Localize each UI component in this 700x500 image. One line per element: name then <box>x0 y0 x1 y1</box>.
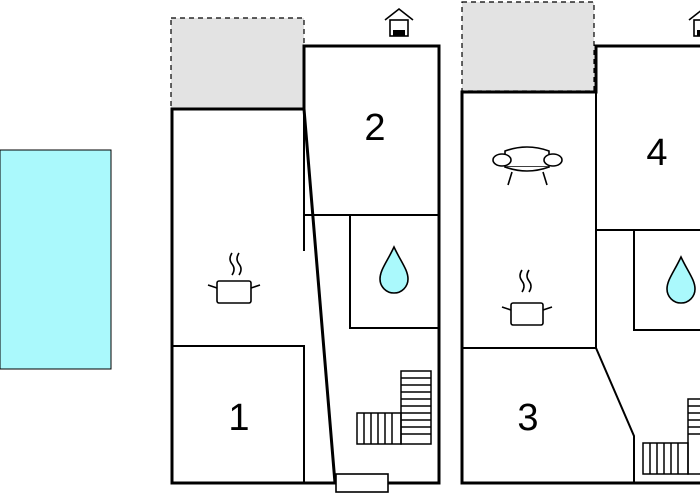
terrace-right <box>461 1 595 92</box>
interior-walls-left <box>171 108 440 484</box>
unit-left: 2 1 <box>170 7 441 493</box>
cooking-pot-icon <box>207 252 261 304</box>
room-number-3: 3 <box>517 397 538 439</box>
water-drop-icon <box>666 255 696 304</box>
terrace-left <box>170 17 305 110</box>
cooking-pot-icon <box>501 269 553 326</box>
sofa-icon <box>492 146 563 186</box>
outer-wall-left <box>170 44 441 485</box>
interior-walls-right <box>461 91 700 484</box>
stairs-icon <box>356 370 432 445</box>
room-number-1: 1 <box>228 397 249 439</box>
house-icon <box>384 7 414 37</box>
water-drop-icon <box>379 245 409 294</box>
swimming-pool <box>0 149 112 370</box>
room-number-2: 2 <box>364 107 385 149</box>
entrance-door <box>335 473 389 493</box>
outer-wall-right <box>460 44 700 485</box>
room-number-4: 4 <box>646 132 667 174</box>
house-icon <box>688 10 700 37</box>
stairs-icon <box>642 398 700 475</box>
unit-right: 4 3 <box>460 1 700 485</box>
